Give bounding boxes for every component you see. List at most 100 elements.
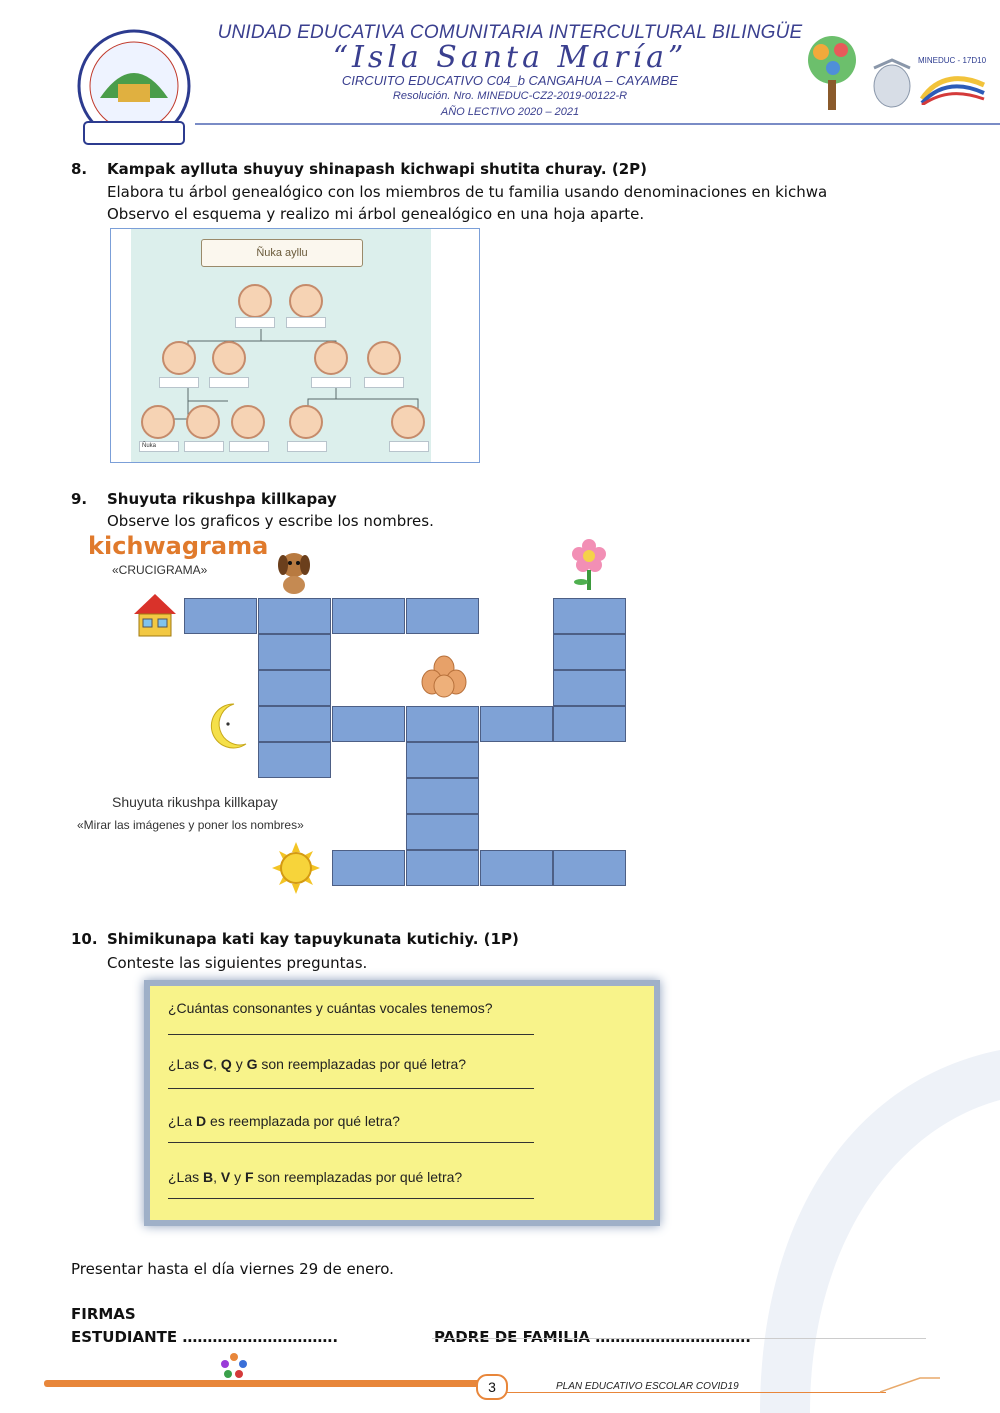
question-4-text-sep1: , [213, 1169, 221, 1185]
name-box [209, 377, 249, 388]
family-tree-banner: Ñuka ayllu [201, 239, 363, 267]
school-motto: “Isla Santa María” [332, 40, 688, 75]
crossword-cell[interactable] [184, 598, 257, 634]
section9-instruction: Observe los graficos y escribe los nombr… [107, 512, 434, 530]
mineduc-logo: MINEDUC - 17D10 [918, 56, 988, 108]
crossword-cell[interactable] [553, 634, 626, 670]
crossword-cell[interactable] [258, 706, 331, 742]
name-box-nuka: Ñuka [139, 441, 179, 452]
question-4-text-pre: ¿Las [168, 1169, 204, 1185]
dog-icon [278, 553, 310, 594]
question-2-text-pre: ¿Las [168, 1056, 204, 1072]
questions-box: ¿Cuántas consonantes y cuántas vocales t… [144, 980, 660, 1226]
avatar-father [162, 341, 196, 375]
answer-line-4[interactable] [168, 1198, 534, 1199]
crossword-cell[interactable] [406, 850, 479, 886]
crossword-cell[interactable] [332, 598, 405, 634]
name-box [229, 441, 269, 452]
footer-orange-bar [44, 1380, 480, 1387]
crossword-cell[interactable] [553, 670, 626, 706]
crossword-cell[interactable] [332, 706, 405, 742]
section9-title: Shuyuta rikushpa killkapay [107, 490, 337, 508]
name-box-nuka-text: Ñuka [142, 443, 157, 449]
name-box [389, 441, 429, 452]
crossword-cell[interactable] [406, 706, 479, 742]
question-2-text-post: son reemplazadas por qué letra? [257, 1056, 467, 1072]
letter-d: D [196, 1113, 207, 1129]
kichwagrama-title: kichwagrama [88, 532, 269, 560]
question-1: ¿Cuántas consonantes y cuántas vocales t… [168, 1000, 493, 1016]
section8-line1: Elabora tu árbol genealógico con los mie… [107, 183, 828, 201]
letter-b: B [203, 1169, 214, 1185]
crossword-cell[interactable] [332, 850, 405, 886]
crossword-cell[interactable] [553, 598, 626, 634]
page-number-badge: 3 [476, 1374, 508, 1400]
avatar-cousin [391, 405, 425, 439]
signature-rule [432, 1338, 926, 1339]
question-3: ¿La D es reemplazada por qué letra? [168, 1113, 400, 1129]
school-seal-logo [70, 28, 198, 150]
resolution-text: Resolución. Nro. MINEDUC-CZ2-2019-00122-… [392, 90, 628, 102]
crossword-cell[interactable] [406, 814, 479, 850]
page-number: 3 [488, 1379, 496, 1395]
crossword-cell[interactable] [480, 850, 553, 886]
avatar-mother [212, 341, 246, 375]
avatar-uncle [314, 341, 348, 375]
ecuador-coat-of-arms-icon [867, 56, 917, 110]
crossword-caption2: «Mirar las imágenes y poner los nombres» [77, 818, 304, 832]
question-4: ¿Las B, V y F son reemplazadas por qué l… [168, 1169, 462, 1185]
question-3-text-pre: ¿La [168, 1113, 197, 1129]
avatar-grandmother [289, 284, 323, 318]
avatar-child [141, 405, 175, 439]
parent-signature-label: PADRE DE FAMILIA …………………………. [434, 1328, 751, 1346]
section9-number: 9. [71, 490, 88, 508]
crossword-cell[interactable] [553, 706, 626, 742]
question-1-text: ¿Cuántas consonantes y cuántas vocales t… [168, 1000, 493, 1016]
crossword-cell[interactable] [406, 598, 479, 634]
letter-v: V [220, 1169, 231, 1185]
answer-line-1[interactable] [168, 1034, 534, 1035]
header-rule [195, 123, 1000, 125]
avatar-child [231, 405, 265, 439]
question-3-text-post: es reemplazada por qué letra? [206, 1113, 400, 1129]
student-signature-label: ESTUDIANTE …………………………. [71, 1328, 339, 1346]
crossword-cell[interactable] [553, 850, 626, 886]
name-box [235, 317, 275, 328]
letter-q: Q [220, 1056, 232, 1072]
moon-icon [210, 703, 247, 749]
crossword-cell[interactable] [258, 670, 331, 706]
signatures-title: FIRMAS [71, 1305, 136, 1323]
question-2-text-sep2: y [231, 1056, 247, 1072]
crossword-cell[interactable] [258, 742, 331, 778]
section8-title: Kampak aylluta shuyuy shinapash kichwapi… [107, 160, 647, 178]
crossword-cell[interactable] [258, 598, 331, 634]
section10-number: 10. [71, 930, 98, 948]
footer-swoosh [880, 1377, 940, 1393]
question-2-text-sep1: , [213, 1056, 221, 1072]
deadline-text: Presentar hasta el día viernes 29 de ene… [71, 1260, 394, 1278]
answer-line-3[interactable] [168, 1142, 534, 1143]
crossword-caption1: Shuyuta rikushpa killkapay [112, 794, 278, 810]
house-icon [134, 594, 176, 637]
name-box [286, 317, 326, 328]
school-year-text: AÑO LECTIVO 2020 – 2021 [440, 106, 580, 118]
avatar-grandfather [238, 284, 272, 318]
community-logo-icon [221, 1353, 247, 1378]
section8-line2: Observo el esquema y realizo mi árbol ge… [107, 205, 645, 223]
tree-logo [803, 32, 861, 114]
mineduc-logo-text: MINEDUC - 17D10 [918, 56, 987, 65]
name-box [159, 377, 199, 388]
crossword-cell[interactable] [406, 742, 479, 778]
answer-line-2[interactable] [168, 1088, 534, 1089]
circuit-text: CIRCUITO EDUCATIVO C04_b CANGAHUA – CAYA… [341, 73, 679, 88]
crossword-cell[interactable] [258, 634, 331, 670]
name-box [287, 441, 327, 452]
crossword-cell[interactable] [480, 706, 553, 742]
footer-underline [506, 1392, 886, 1393]
section8-number: 8. [71, 160, 88, 178]
family-tree-image: Ñuka ayllu Ñuka [110, 228, 480, 463]
crossword-cell[interactable] [406, 778, 479, 814]
eggs-icon [421, 655, 467, 698]
letter-f: F [245, 1169, 254, 1185]
question-4-text-post: son reemplazadas por qué letra? [253, 1169, 463, 1185]
